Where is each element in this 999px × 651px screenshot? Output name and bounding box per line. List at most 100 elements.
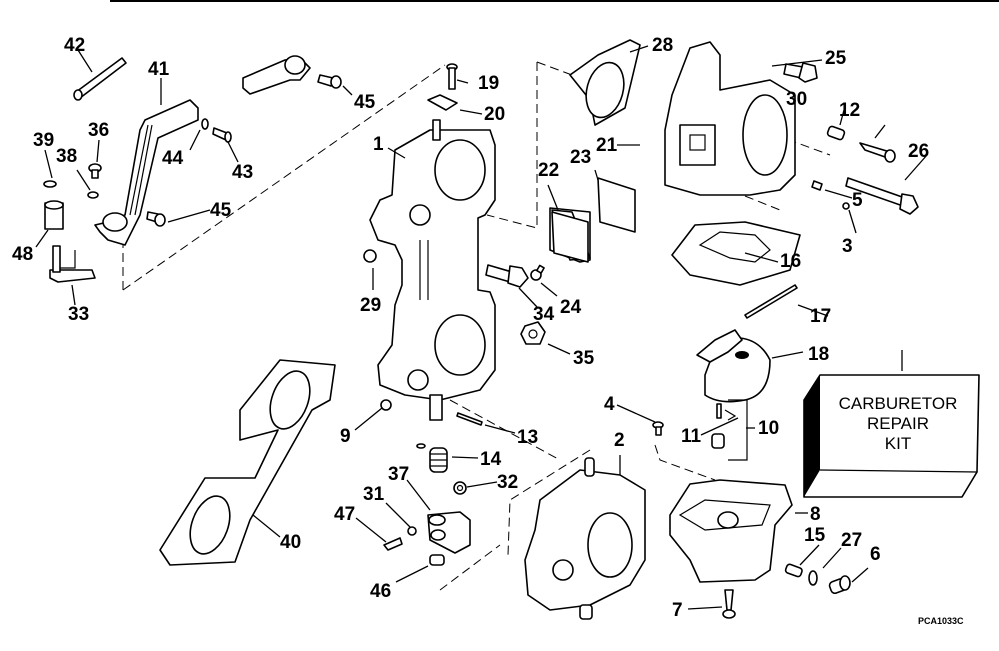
- part-24-screw: [530, 264, 545, 281]
- part-40-gasket: [159, 359, 336, 566]
- callout-11: 11: [681, 426, 702, 447]
- callout-26: 26: [908, 141, 929, 162]
- part-39-washer: [43, 180, 57, 188]
- callout-22: 22: [538, 160, 559, 181]
- callout-14: 14: [480, 449, 502, 470]
- part-42-screw: [73, 57, 127, 101]
- part-34-bolt: [485, 264, 529, 288]
- part-22-plate: [551, 211, 589, 263]
- callout-28: 28: [652, 35, 673, 56]
- part-45-screw-upper: [317, 74, 342, 89]
- callout-13: 13: [517, 427, 538, 448]
- callout-15: 15: [804, 525, 826, 546]
- part-7-screw: [722, 589, 736, 619]
- callout-17: 17: [810, 306, 831, 327]
- callout-16: 16: [780, 251, 801, 272]
- part-32-nut: [453, 481, 467, 495]
- part-31-washer: [407, 526, 417, 536]
- kit-line-3: KIT: [885, 434, 911, 453]
- callout-24: 24: [560, 297, 582, 318]
- callout-45-lower: 45: [210, 200, 232, 221]
- callout-8: 8: [810, 504, 821, 525]
- part-12-needle: [859, 142, 896, 163]
- callout-42: 42: [64, 35, 85, 56]
- callout-31: 31: [363, 484, 385, 505]
- part-16-gasket: [671, 221, 801, 286]
- callout-34: 34: [533, 304, 555, 325]
- callout-44: 44: [162, 148, 184, 169]
- part-30-spring: [826, 125, 846, 141]
- callout-7: 7: [672, 600, 683, 621]
- part-33-bracket: [49, 245, 96, 283]
- callout-43: 43: [232, 162, 253, 183]
- part-28-gasket: [569, 39, 641, 126]
- callout-2: 2: [614, 430, 625, 451]
- part-37-lever: [427, 511, 471, 554]
- part-4-screw: [652, 421, 664, 436]
- part-23-gasket: [597, 177, 636, 233]
- callout-40: 40: [280, 532, 301, 553]
- callout-12: 12: [839, 100, 860, 121]
- part-10-needle-seat-assembly: [711, 399, 748, 461]
- callout-1: 1: [373, 134, 384, 155]
- part-1-carburetor-body: [369, 119, 496, 421]
- callout-5: 5: [852, 190, 863, 211]
- callout-19: 19: [478, 73, 499, 94]
- part-5-plug: [811, 180, 823, 191]
- callout-46: 46: [370, 581, 391, 602]
- callout-3: 3: [842, 236, 853, 257]
- drawing-code: PCA1033C: [918, 616, 964, 626]
- callout-48: 48: [12, 244, 33, 265]
- part-20-plate: [427, 94, 458, 111]
- part-44-washer: [201, 118, 209, 130]
- part-18-float: [696, 329, 771, 403]
- part-29-plug: [363, 249, 377, 263]
- part-43-screw: [212, 127, 232, 143]
- callouts: 42 41 45 36 39 38 44 43 45 48 33 19 20 1…: [12, 35, 929, 621]
- part-3-ball: [842, 202, 850, 210]
- part-45-linkage: [242, 55, 311, 95]
- part-25-screw: [783, 62, 818, 83]
- callout-21: 21: [596, 135, 618, 156]
- part-17-float-pin: [744, 284, 798, 319]
- part-13-pin: [456, 412, 483, 426]
- part-46-cap: [429, 554, 445, 566]
- callout-25: 25: [825, 48, 847, 69]
- part-27-o-ring: [808, 570, 818, 586]
- callout-9: 9: [340, 426, 351, 447]
- part-6-drain-plug: [828, 575, 851, 595]
- part-14-spring: [416, 443, 448, 473]
- part-15-jet: [784, 563, 803, 578]
- callout-23: 23: [570, 147, 591, 168]
- part-19-screw: [446, 63, 458, 90]
- part-49-repair-kit-box: CARBURETOR REPAIR KIT: [803, 374, 980, 498]
- callout-27: 27: [841, 530, 862, 551]
- callout-37: 37: [388, 464, 409, 485]
- part-9-o-ring: [380, 399, 392, 411]
- leader-lines: [35, 45, 928, 610]
- kit-line-2: REPAIR: [867, 414, 929, 433]
- callout-29: 29: [360, 295, 381, 316]
- callout-18: 18: [808, 344, 829, 365]
- callout-47: 47: [334, 504, 355, 525]
- part-8-float-bowl: [669, 479, 793, 583]
- part-21-throttle-body: [664, 41, 796, 196]
- part-36-screw: [88, 163, 102, 179]
- callout-10: 10: [758, 418, 779, 439]
- kit-line-1: CARBURETOR: [839, 394, 958, 413]
- part-35-nut: [520, 321, 546, 345]
- part-47-screw: [383, 537, 403, 551]
- part-2-carburetor-body-lower: [524, 457, 646, 620]
- part-48-bushing: [44, 200, 64, 230]
- callout-4: 4: [604, 394, 615, 415]
- callout-6: 6: [870, 544, 881, 565]
- callout-41: 41: [148, 59, 170, 80]
- part-38-washer: [87, 191, 99, 199]
- part-41-link-arm: [94, 99, 199, 246]
- callout-20: 20: [484, 104, 505, 125]
- callout-33: 33: [68, 304, 89, 325]
- callout-38: 38: [56, 146, 77, 167]
- part-45-screw-lower: [146, 211, 166, 227]
- part-26-bolt: [845, 177, 919, 215]
